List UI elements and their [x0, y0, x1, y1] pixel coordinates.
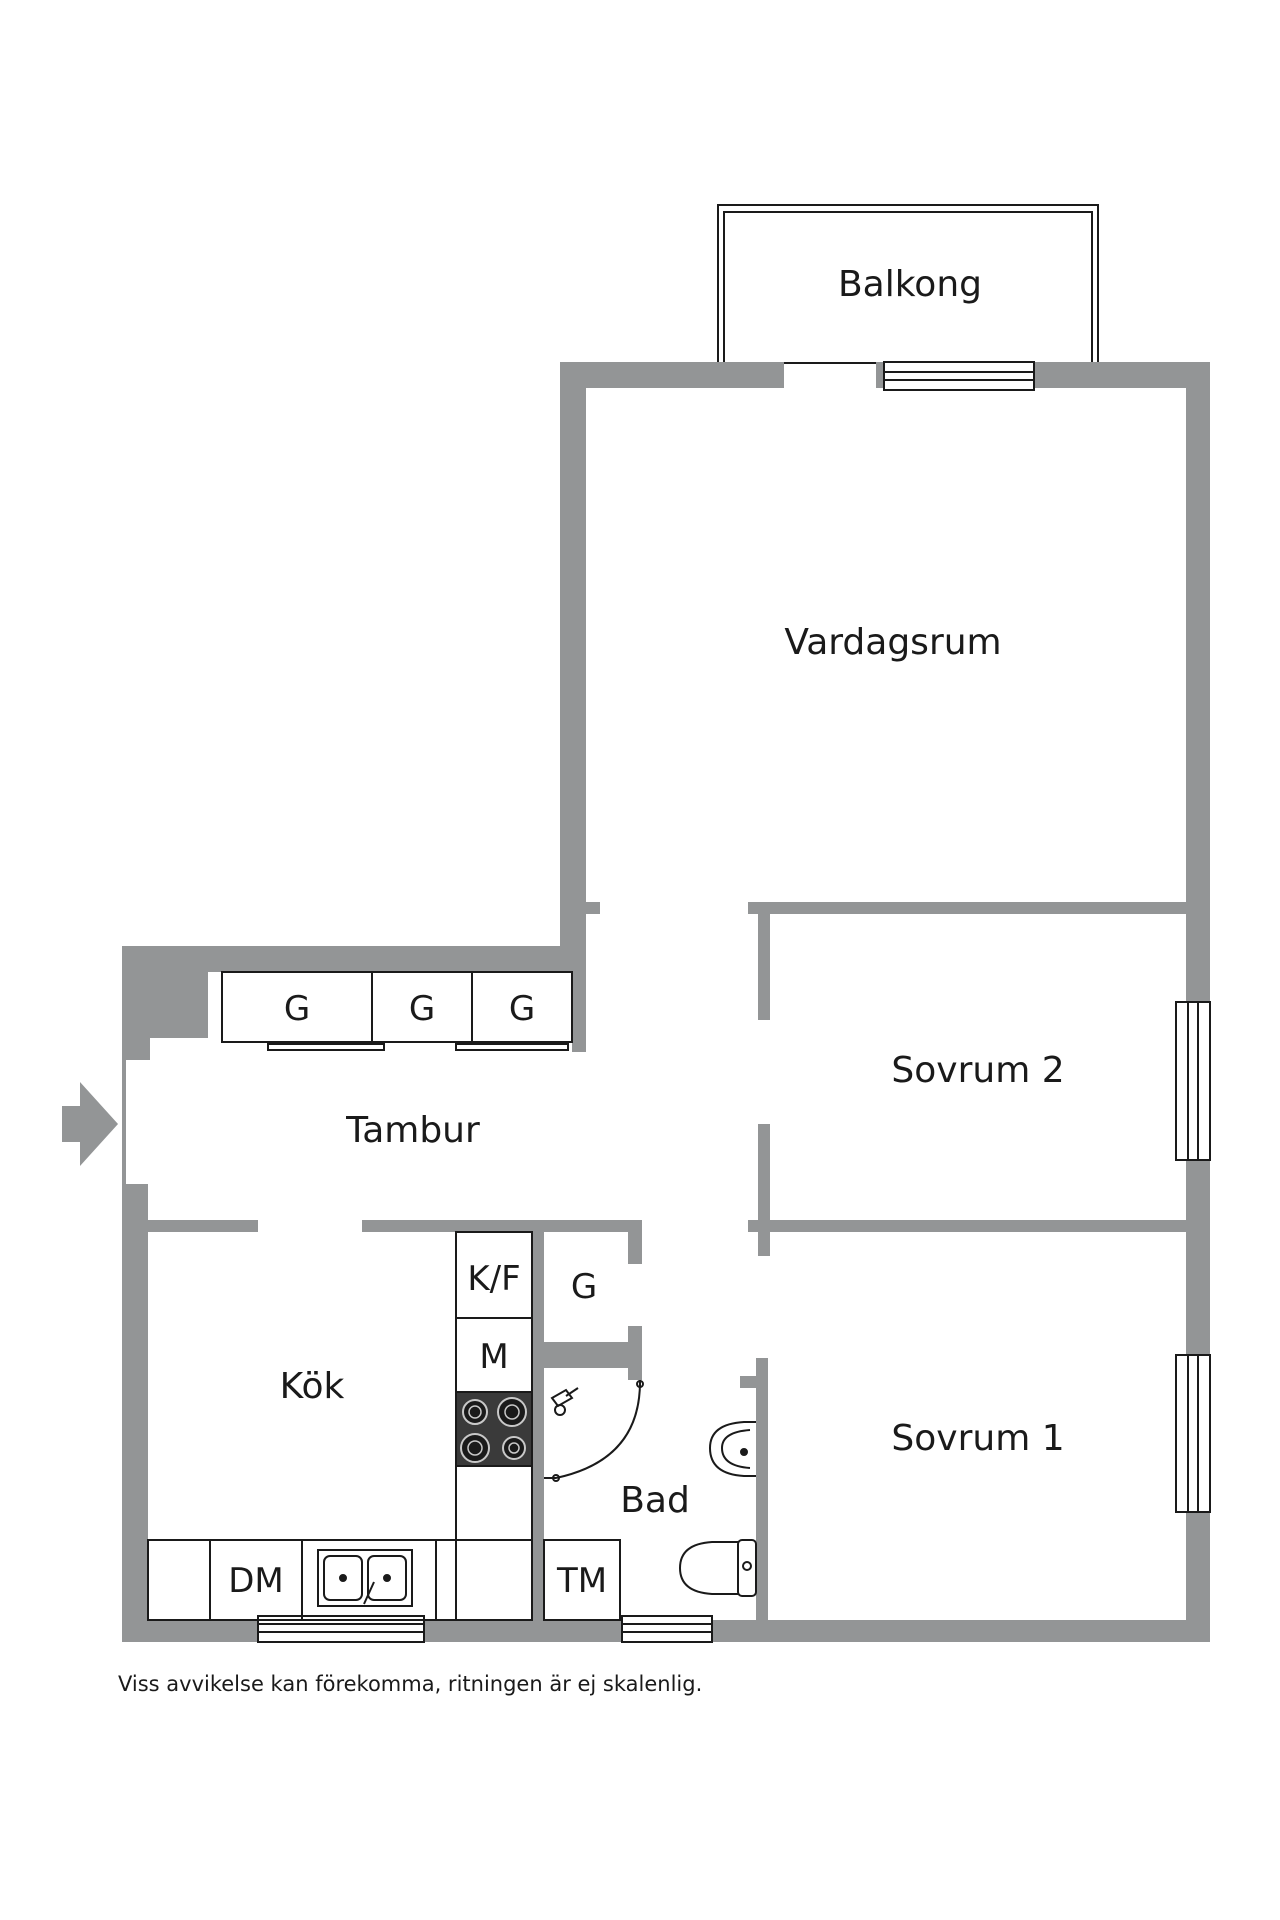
room-label-sovrum-2: Sovrum 2 — [891, 1050, 1064, 1091]
tm-label: TM — [556, 1561, 607, 1601]
kf-label: K/F — [467, 1259, 520, 1299]
wardrobe-label: G — [284, 989, 310, 1029]
window-bath — [621, 1615, 713, 1643]
footnote: Viss avvikelse kan förekomma, ritningen … — [118, 1672, 703, 1696]
room-label-tambur: Tambur — [345, 1110, 480, 1151]
shower-icon — [544, 1380, 644, 1482]
stove-icon — [457, 1393, 531, 1465]
washing-machine — [543, 1539, 621, 1621]
wardrobe-label: G — [509, 989, 535, 1029]
window-sovrum-2 — [1175, 1001, 1211, 1161]
entrance-arrow-icon — [62, 1082, 118, 1166]
wardrobes — [221, 971, 573, 1051]
windows — [257, 361, 1211, 1643]
room-label-sovrum-1: Sovrum 1 — [891, 1418, 1064, 1459]
toilet-icon — [678, 1539, 757, 1597]
room-label-bad: Bad — [620, 1480, 690, 1521]
sink-icon — [317, 1549, 413, 1607]
room-label-balkong: Balkong — [838, 264, 982, 305]
g-closet-label: G — [571, 1267, 597, 1307]
window-sovrum-1 — [1175, 1354, 1211, 1513]
window-living-room — [883, 361, 1035, 391]
washbasin-icon — [708, 1421, 756, 1477]
room-label-vardagsrum: Vardagsrum — [784, 622, 1001, 663]
m-label: M — [479, 1337, 508, 1377]
walls — [122, 362, 1210, 1642]
wardrobe-label: G — [409, 989, 435, 1029]
room-label-kok: Kök — [280, 1366, 345, 1407]
kitchen-fixtures — [147, 1231, 533, 1621]
dm-label: DM — [228, 1561, 284, 1601]
